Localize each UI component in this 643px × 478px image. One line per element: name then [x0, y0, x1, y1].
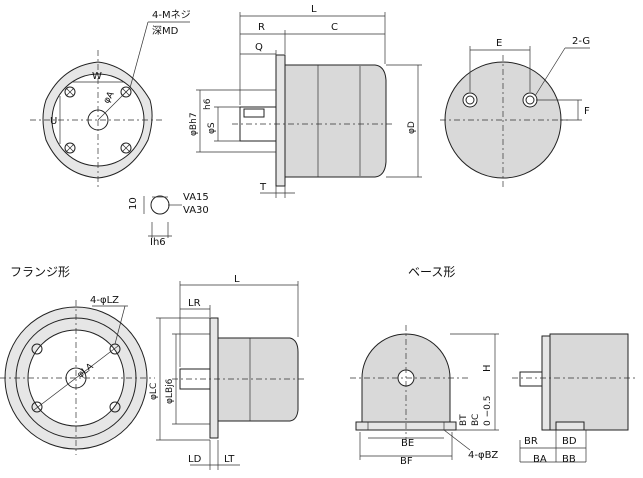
dim-label-l-flange: L: [234, 274, 240, 285]
dim-label-phid: φD: [407, 121, 417, 134]
flange-front-view: [0, 300, 155, 455]
dim-label-lr: LR: [188, 298, 201, 309]
dim-label-h: H: [482, 364, 493, 372]
dim-label-bf: BF: [400, 456, 413, 467]
base-type-title: ベース形: [408, 265, 455, 279]
dim-label-2g: 2-G: [572, 36, 590, 47]
tap-hole-icon: [462, 92, 478, 108]
dim-label-philc: φLC: [149, 383, 159, 400]
key-label-va15: VA15: [183, 192, 209, 203]
dim-label-phis: φS: [207, 122, 217, 134]
dim-label-phibh7: φBh7: [189, 112, 199, 136]
dim-label-4phibz: 4-φBZ: [468, 450, 498, 461]
dim-label-bc: BC: [471, 414, 481, 426]
dim-label-ld: LD: [188, 454, 202, 465]
screw-hole-icon: [120, 86, 132, 98]
dim-label-f: F: [584, 106, 590, 117]
dim-label-r: R: [258, 22, 265, 33]
dim-label-t: T: [259, 182, 267, 193]
dim-label-bt: BT: [459, 414, 469, 426]
dim-label-w: W: [92, 71, 102, 82]
mount-hole-icon: [109, 401, 121, 413]
base-side-view: [512, 333, 638, 463]
tap-hole-icon: [522, 92, 538, 108]
dim-label-lt: LT: [224, 454, 235, 465]
side-view: [196, 12, 422, 198]
screw-hole-icon: [120, 142, 132, 154]
dim-label-4philz: 4-φLZ: [90, 295, 119, 306]
dim-label-ba: BA: [533, 454, 547, 465]
dim-label-tolerance: 0 −0.5: [483, 396, 493, 426]
dim-label-be: BE: [401, 438, 414, 449]
rear-face-view: [440, 46, 590, 190]
key-label-ih6: Ih6: [150, 237, 166, 248]
screw-note-line1: 4-Mネジ: [152, 9, 191, 21]
key-label-10: 10: [128, 197, 139, 210]
flange-side-view: [156, 281, 305, 470]
screw-hole-icon: [64, 142, 76, 154]
base-front-view: [350, 325, 499, 460]
front-face-view: [30, 21, 190, 190]
dim-label-q: Q: [255, 42, 263, 53]
dim-label-bd: BD: [562, 436, 577, 447]
dim-label-br: BR: [524, 436, 538, 447]
dim-label-u: U: [50, 116, 57, 127]
flange-type-title: フランジ形: [10, 265, 70, 279]
screw-hole-icon: [64, 86, 76, 98]
key-label-va30: VA30: [183, 205, 209, 216]
key-detail-view: [143, 195, 182, 238]
screw-note-line2: 深MD: [152, 25, 179, 37]
mount-hole-icon: [31, 343, 43, 355]
dim-label-e: E: [496, 38, 502, 49]
dim-label-l: L: [311, 4, 317, 15]
mount-hole-icon: [31, 401, 43, 413]
dim-label-c: C: [331, 22, 338, 33]
dim-label-bb: BB: [562, 454, 576, 465]
dim-label-h6: h6: [203, 98, 213, 110]
dim-label-philbj6: φLBj6: [165, 378, 175, 404]
